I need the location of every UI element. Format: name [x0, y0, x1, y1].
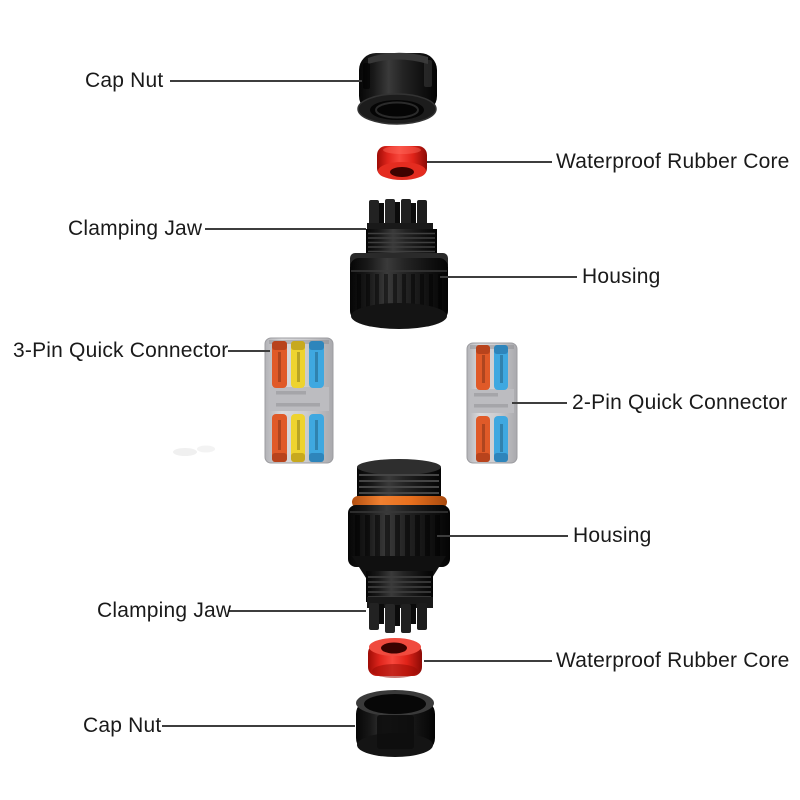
leader-cap-nut-top — [170, 80, 362, 82]
cap-nut-top-image — [357, 52, 437, 125]
label-cap-nut-top: Cap Nut — [85, 69, 164, 92]
label-housing-top: Housing — [582, 265, 661, 288]
leader-rubber-core-bottom — [424, 660, 552, 662]
label-clamping-jaw-bottom: Clamping Jaw — [97, 599, 232, 622]
three-pin-connector-image — [264, 337, 334, 464]
leader-housing-bottom — [437, 535, 568, 537]
background-reflection — [173, 445, 215, 456]
leader-housing-top — [440, 276, 577, 278]
leader-three-pin — [228, 350, 270, 352]
label-three-pin-connector: 3-Pin Quick Connector — [13, 339, 229, 362]
label-rubber-core-bottom: Waterproof Rubber Core — [556, 649, 790, 672]
label-housing-bottom: Housing — [573, 524, 652, 547]
housing-top-image — [350, 229, 448, 329]
rubber-core-top-image — [377, 146, 427, 180]
clamping-jaw-top-image — [367, 199, 433, 233]
label-clamping-jaw-top: Clamping Jaw — [68, 217, 203, 240]
label-rubber-core-top: Waterproof Rubber Core — [556, 150, 790, 173]
clamping-jaw-bottom-image — [367, 597, 433, 633]
label-cap-nut-bottom: Cap Nut — [83, 714, 162, 737]
leader-clamping-jaw-bottom — [228, 610, 366, 612]
rubber-core-bottom-image — [368, 638, 422, 678]
leader-cap-nut-bottom — [162, 725, 355, 727]
housing-bottom-image — [348, 459, 450, 602]
cap-nut-bottom-image — [356, 690, 435, 757]
leader-two-pin — [512, 402, 567, 404]
leader-clamping-jaw-top — [205, 228, 366, 230]
two-pin-connector-image — [466, 342, 518, 464]
leader-rubber-core-top — [427, 161, 552, 163]
label-two-pin-connector: 2-Pin Quick Connector — [572, 391, 788, 414]
